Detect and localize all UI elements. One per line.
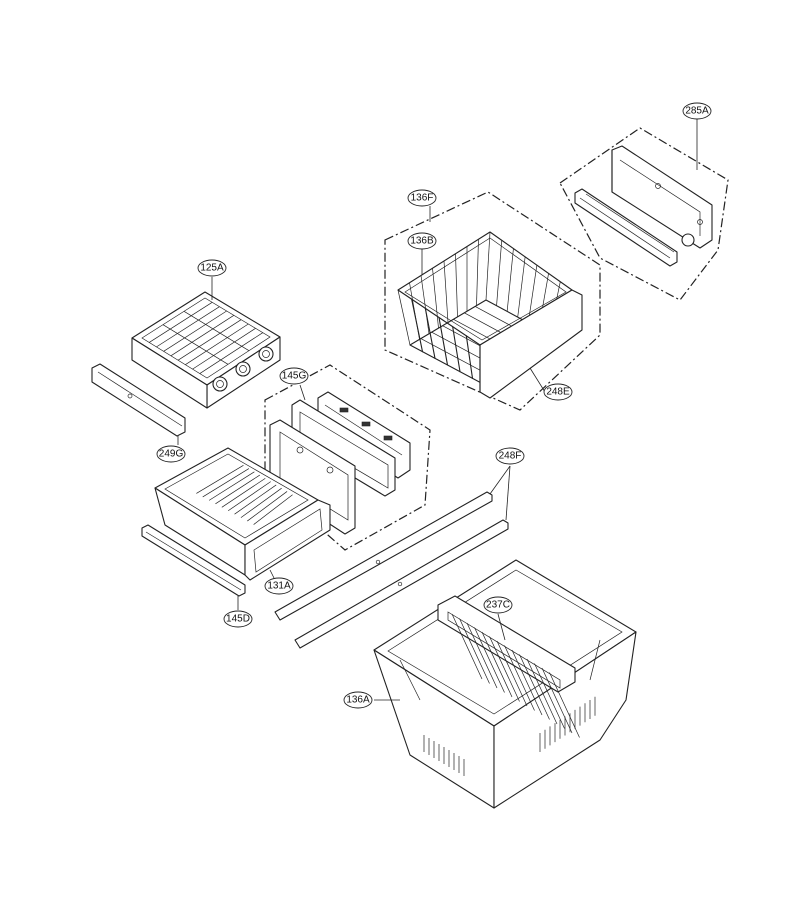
drawing-stroke — [517, 256, 526, 318]
drawing-stroke — [452, 326, 461, 373]
callout-label: 131A — [267, 581, 291, 592]
drawing-stroke — [481, 631, 513, 698]
callout-136F: 136F — [407, 189, 437, 207]
drawing-stroke — [526, 658, 558, 725]
drawing-stroke — [466, 622, 498, 689]
drawing-stroke — [199, 332, 263, 374]
drawing-stroke — [192, 328, 256, 370]
callout-label: 145D — [226, 614, 250, 625]
group-131A-drawer — [154, 447, 331, 581]
callout-label: 249G — [159, 449, 184, 460]
drawing-stroke — [541, 667, 573, 734]
callout-248E: 248E — [543, 383, 573, 401]
drawing-stroke — [202, 468, 250, 498]
drawing-stroke — [476, 239, 479, 306]
group-249G-bar — [91, 363, 186, 445]
drawing-stroke — [247, 491, 288, 522]
callout-label: 248F — [499, 451, 522, 462]
drawing-stroke — [156, 306, 220, 348]
drawing-stroke — [240, 487, 282, 518]
drawing-stroke — [465, 335, 474, 379]
group-145G-rail-assembly — [264, 364, 431, 551]
callout-label: 136A — [346, 695, 370, 706]
drawing-stroke — [496, 640, 528, 707]
drawing-stroke — [443, 260, 449, 323]
drawing-stroke — [149, 302, 213, 343]
callout-248F: 248F — [495, 447, 525, 465]
group-145D-rail — [141, 524, 246, 610]
drawing-stroke — [221, 478, 266, 508]
drawing-stroke — [183, 311, 250, 351]
drawing-stroke — [411, 298, 424, 353]
group-248F-bars — [274, 465, 511, 649]
drawing-stroke — [534, 663, 565, 729]
drawing-stroke — [227, 481, 271, 512]
drawing-stroke — [215, 474, 261, 505]
group-285A — [559, 119, 729, 301]
callout-label: 248E — [546, 387, 570, 398]
drawing-stroke — [163, 310, 227, 352]
callout-249G: 249G — [156, 445, 186, 463]
drawing-stroke — [519, 654, 550, 720]
callout-136B: 136B — [407, 232, 437, 250]
callout-136A: 136A — [343, 691, 373, 709]
drawing-stroke — [527, 265, 538, 323]
drawing-stroke — [253, 494, 293, 525]
drawing-stroke — [511, 649, 543, 716]
drawing-stroke — [234, 484, 277, 515]
drawing-stroke — [397, 289, 411, 346]
drawing-stroke — [185, 323, 249, 365]
drawing-stroke — [170, 315, 235, 357]
drawing-stroke — [496, 240, 503, 306]
group-125A-ice-tray — [131, 277, 281, 409]
drawing-stroke — [208, 471, 255, 501]
callout-237C: 237C — [483, 596, 513, 614]
drawing-stroke — [455, 253, 458, 317]
drawing-stroke — [474, 627, 505, 693]
callout-label: 237C — [486, 600, 510, 611]
drawing-stroke — [485, 231, 491, 301]
callout-145G: 145G — [279, 367, 309, 385]
drawing-stroke — [196, 464, 244, 494]
drawing-stroke — [459, 618, 490, 684]
drawing-stroke — [451, 613, 483, 680]
drawing-stroke — [162, 324, 229, 365]
drawing-stroke — [549, 672, 580, 738]
group-136F-wire-basket — [384, 191, 601, 411]
callout-label: 125A — [200, 263, 224, 274]
drawing-stroke — [438, 316, 449, 366]
drawing-stroke — [177, 319, 242, 361]
drawing-stroke — [420, 275, 430, 334]
callout-125A: 125A — [197, 259, 227, 277]
group-136A-bin — [373, 559, 637, 809]
callout-145D: 145D — [223, 610, 253, 628]
callout-label: 136F — [411, 193, 434, 204]
drawing-stroke — [489, 636, 520, 702]
callout-label: 145G — [282, 371, 307, 382]
callout-285A: 285A — [682, 102, 712, 120]
callout-131A: 131A — [264, 577, 294, 595]
callout-label: 136B — [410, 236, 434, 247]
callout-label: 285A — [685, 106, 709, 117]
drawing-stroke — [506, 248, 514, 312]
drawing-stroke — [504, 645, 535, 711]
drawing-stroke — [432, 268, 439, 329]
